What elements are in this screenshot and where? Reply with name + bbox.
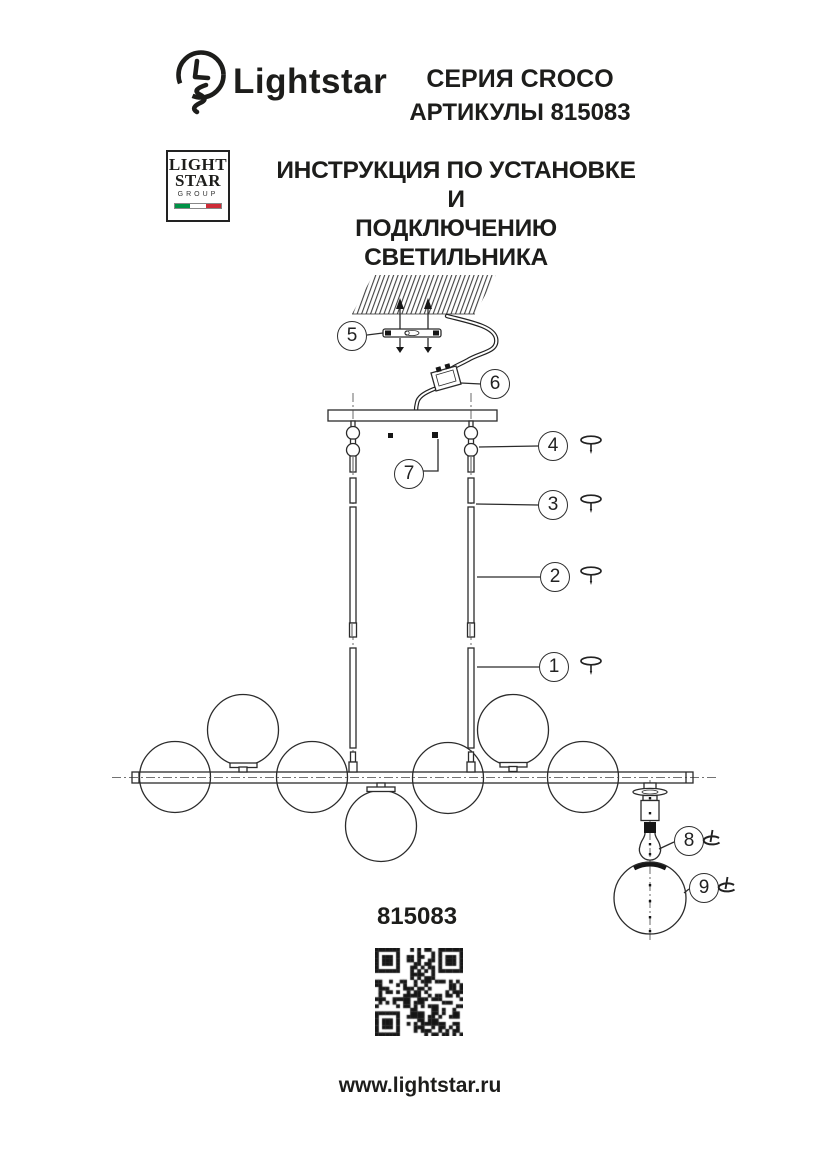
title-line-2: ПОДКЛЮЧЕНИЮ СВЕТИЛЬНИКА [355, 215, 557, 271]
leader-5 [366, 332, 384, 336]
instruction-title: ИНСТРУКЦИЯ ПО УСТАНОВКЕ И ПОДКЛЮЧЕНИЮ СВ… [265, 156, 647, 272]
twist-pin-icon [717, 876, 736, 893]
lightstar-logo-icon [176, 50, 226, 115]
canopy-screw-right [432, 432, 438, 438]
terminal-block [430, 363, 462, 392]
leader-9 [683, 888, 690, 894]
articles-label: АРТИКУЛЫ 815083 [409, 99, 631, 126]
shade-collar [632, 861, 668, 871]
callout-1: 1 [539, 652, 569, 682]
ceiling-hatch [352, 275, 496, 315]
screw-icon [580, 435, 602, 454]
twist-pin-icon [702, 829, 721, 846]
leader-7 [423, 439, 439, 472]
leader-6 [460, 382, 482, 385]
callout-2: 2 [540, 562, 570, 592]
callout-6: 6 [480, 369, 510, 399]
mains-wire [444, 313, 499, 375]
leader-4 [478, 445, 539, 448]
badge-star: STAR [174, 171, 222, 190]
canopy-wire [413, 386, 437, 414]
leader-3 [475, 503, 539, 506]
exploded-socket-assembly [613, 780, 690, 940]
ceiling-screws [396, 298, 432, 353]
globe-mounts [229, 761, 528, 793]
flag-green [175, 204, 191, 208]
callout-7: 7 [394, 459, 424, 489]
article-number: 815083 [376, 903, 458, 930]
flag-red [205, 204, 221, 208]
screw-icon [580, 656, 602, 675]
glass-shade [613, 861, 687, 935]
canopy-plate [327, 409, 498, 422]
bulb-base [644, 822, 656, 833]
suspension-rod-left [345, 392, 361, 773]
series-block: СЕРИЯ CROCO АРТИКУЛЫ 815083 [370, 63, 670, 129]
website-url: www.lightstar.ru [338, 1074, 502, 1097]
mounting-bracket [382, 328, 442, 338]
callout-3: 3 [538, 490, 568, 520]
callout-5: 5 [337, 321, 367, 351]
callout-8: 8 [674, 826, 704, 856]
callout-9: 9 [689, 873, 719, 903]
brand-wordmark: Lightstar [233, 62, 388, 101]
callout-4: 4 [538, 431, 568, 461]
title-line-1: ИНСТРУКЦИЯ ПО УСТАНОВКЕ И [276, 157, 636, 213]
qr-code [375, 948, 463, 1036]
leader-8 [658, 841, 675, 850]
glass-globes [138, 693, 620, 863]
fixture-bar [112, 771, 718, 784]
light-bulb [638, 832, 662, 861]
lightstar-group-badge: LIGHT STAR GROUP [166, 150, 230, 222]
suspension-rod-right [463, 392, 479, 773]
canopy-screw-left [388, 433, 393, 438]
badge-group: GROUP [177, 191, 219, 198]
screw-icon [580, 494, 602, 513]
screw-icon [580, 566, 602, 585]
italian-flag-bar [174, 203, 222, 209]
flag-white [190, 204, 206, 208]
series-label: СЕРИЯ CROCO [426, 65, 614, 93]
badge-light: LIGHT [168, 155, 228, 174]
